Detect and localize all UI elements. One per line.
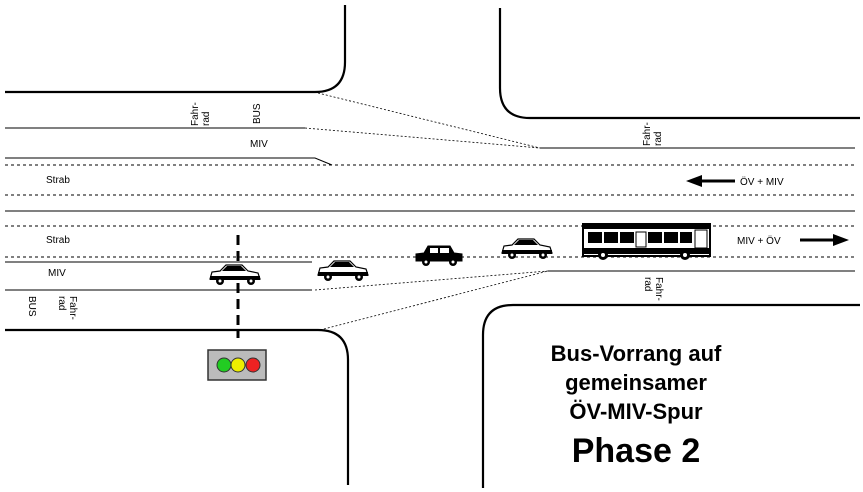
label-bus-top-left: BUS <box>252 103 263 124</box>
label-fahrrad-top-left: Fahr- rad <box>190 99 212 126</box>
label-fahrrad-top-right: Fahr- rad <box>642 119 664 146</box>
traffic-light-icon <box>207 349 267 381</box>
label-miv-top: MIV <box>250 139 268 150</box>
label-bus-bottom-left: BUS <box>26 296 37 317</box>
curb-bottom-right <box>481 303 860 488</box>
car-2-icon <box>317 260 369 281</box>
label-fahrrad-bottom-right: Fahr- rad <box>642 277 664 304</box>
arrow-right-icon <box>800 234 849 246</box>
label-fahrrad-bottom-left: Fahr- rad <box>56 296 78 323</box>
caption-line-3: ÖV-MIV-Spur <box>569 399 703 424</box>
caption-line-2: gemeinsamer <box>565 370 707 395</box>
car-3-icon <box>415 245 463 266</box>
car-4-icon <box>501 238 553 259</box>
lane-line-miv-top <box>5 157 333 166</box>
car-1-icon <box>209 264 261 285</box>
curb-bottom-left <box>5 328 350 485</box>
label-strab-bottom: Strab <box>46 235 70 246</box>
green-light-icon <box>216 357 232 373</box>
guide-bottom-1 <box>314 270 549 291</box>
caption-line-1: Bus-Vorrang auf <box>551 341 722 366</box>
arrow-left-icon <box>686 175 735 187</box>
guide-bottom-2 <box>319 270 549 331</box>
bus-icon <box>582 223 711 260</box>
yellow-light-icon <box>230 357 246 373</box>
label-oev-miv-left: ÖV + MIV <box>740 176 784 188</box>
guide-top-1 <box>317 92 541 149</box>
curb-top-left <box>5 5 347 94</box>
red-light-icon <box>245 357 261 373</box>
label-strab-top: Strab <box>46 175 70 186</box>
guide-top-2 <box>304 127 541 149</box>
caption-phase: Phase 2 <box>572 432 701 470</box>
label-miv-bottom: MIV <box>48 268 66 279</box>
label-miv-oev-right: MIV + ÖV <box>737 235 781 247</box>
curb-top-right <box>498 8 860 120</box>
